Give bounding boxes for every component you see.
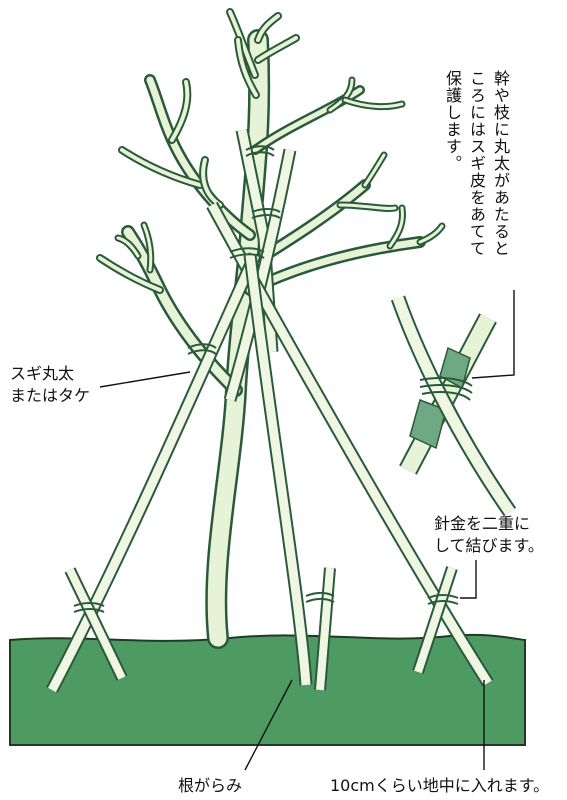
inset-detail bbox=[390, 295, 517, 517]
wire-tie-line-2: して結びます。 bbox=[434, 536, 544, 555]
wire-tie-label: 針金を二重に して結びます。 bbox=[434, 513, 544, 557]
support-poles bbox=[46, 128, 494, 694]
bark-note-line-2: ころにはスギ皮をあてて bbox=[467, 70, 486, 257]
root-brace-label: 根がらみ bbox=[178, 776, 243, 795]
pole-material-line-2: またはタケ bbox=[10, 386, 91, 405]
bark-note-line-3: 保護します。 bbox=[443, 70, 462, 172]
pole-material-line-1: スギ丸太 bbox=[10, 364, 75, 383]
wire-tie-line-1: 針金を二重に bbox=[434, 514, 531, 533]
bark-protection-note: 幹や枝に丸太があたると ころにはスギ皮をあてて 保護します。 bbox=[440, 70, 512, 257]
depth-note-label: 10cmくらい地中に入れます。 bbox=[330, 776, 550, 795]
pole-material-label: スギ丸太 またはタケ bbox=[10, 363, 90, 407]
bark-note-line-1: 幹や枝に丸太があたると bbox=[491, 70, 510, 257]
wire-bindings bbox=[73, 145, 459, 613]
leader-lines bbox=[99, 290, 515, 771]
ground bbox=[9, 633, 526, 746]
